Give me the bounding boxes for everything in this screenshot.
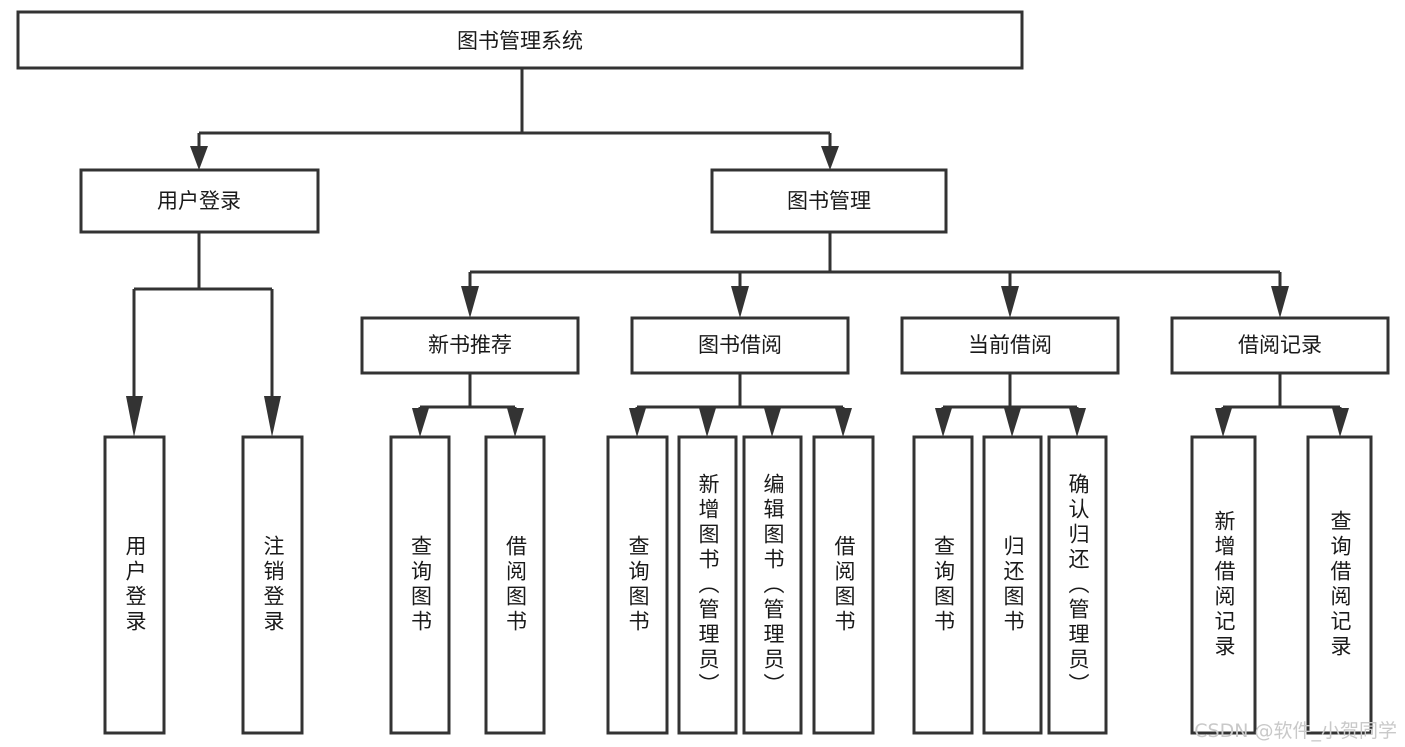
node-box-leaf-borrow-book-2[interactable] [812,435,875,735]
arrow-head-book-manage [821,146,839,170]
connector-group-new-book-recommend [412,373,524,437]
connector-group-borrow-record [1215,373,1349,437]
node-box-leaf-return-book[interactable] [982,435,1043,735]
node-box-leaf-query-book-3[interactable] [912,435,974,735]
node-box-leaf-add-book[interactable] [677,435,738,735]
arrow-head-leaf-edit-book [764,408,781,437]
node-box-leaf-query-book-1[interactable] [389,435,451,735]
node-box-user-login[interactable] [79,168,320,234]
node-label-current-borrow: 当前借阅 [968,333,1052,357]
arrow-head-leaf-borrow-book-1 [507,408,524,437]
node-box-book-borrow[interactable] [630,316,850,375]
node-box-leaf-query-record[interactable] [1306,435,1373,735]
node-label-book-manage: 图书管理 [787,189,871,213]
arrow-head-leaf-query-book-3 [935,408,952,437]
node-box-leaf-user-login[interactable] [103,435,166,735]
arrow-head-leaf-confirm-return [1069,408,1086,437]
arrow-head-leaf-query-book-1 [412,408,429,437]
arrow-head-leaf-query-book-2 [629,408,646,437]
arrow-head-new-book-recommend [461,286,479,318]
arrow-head-book-borrow [731,286,749,318]
csdn-watermark: CSDN @软件_小贺同学 [1194,720,1397,742]
node-label-book-borrow: 图书借阅 [698,333,782,357]
connector-group-root [190,68,839,170]
connector-group-book-manage [461,232,1289,318]
arrow-head-leaf-logout-login [264,396,281,437]
node-box-leaf-query-book-2[interactable] [606,435,669,735]
node-label-user-login: 用户登录 [157,189,241,213]
node-box-leaf-edit-book[interactable] [742,435,803,735]
node-label-new-book-recommend: 新书推荐 [428,333,512,357]
connector-group-user-login [126,232,281,437]
node-box-leaf-add-record[interactable] [1190,435,1257,735]
node-label-root: 图书管理系统 [457,29,583,53]
node-box-leaf-confirm-return[interactable] [1047,435,1108,735]
node-box-current-borrow[interactable] [900,316,1120,375]
arrow-head-leaf-borrow-book-2 [835,408,852,437]
node-box-borrow-record[interactable] [1170,316,1390,375]
arrow-head-borrow-record [1271,286,1289,318]
arrow-head-leaf-user-login [126,396,143,437]
arrow-head-user-login [190,146,208,170]
connector-group-book-borrow [629,373,852,437]
node-box-leaf-logout-login[interactable] [241,435,304,735]
node-box-root[interactable] [16,10,1024,70]
arrow-head-leaf-add-record [1215,408,1232,437]
node-box-book-manage[interactable] [710,168,948,234]
node-label-borrow-record: 借阅记录 [1238,333,1322,357]
arrow-head-current-borrow [1001,286,1019,318]
node-box-new-book-recommend[interactable] [360,316,580,375]
node-box-leaf-borrow-book-1[interactable] [484,435,546,735]
arrow-head-leaf-query-record [1332,408,1349,437]
arrow-head-leaf-add-book [699,408,716,437]
connector-group-current-borrow [935,373,1086,437]
arrow-head-leaf-return-book [1004,408,1021,437]
